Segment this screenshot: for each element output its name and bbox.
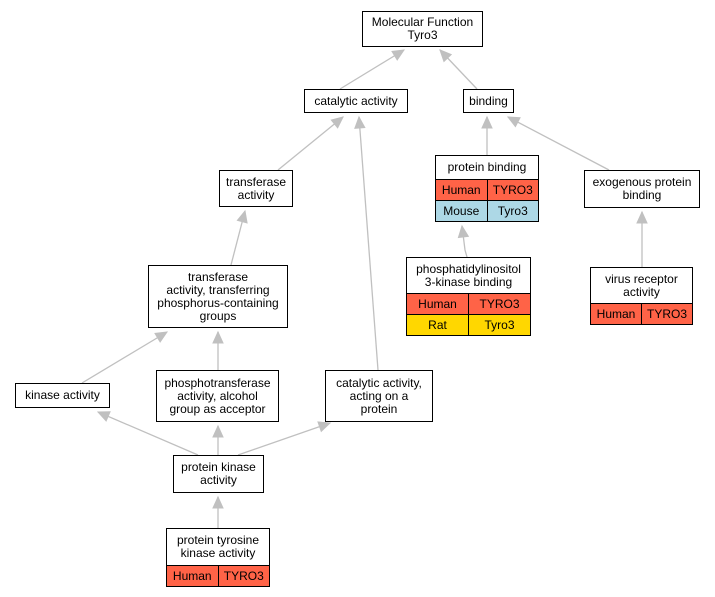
gene-cell: Tyro3 bbox=[468, 315, 530, 335]
node-label: protein binding bbox=[447, 160, 527, 174]
node-label: transferase activity bbox=[225, 174, 287, 202]
node-phosphotransferase-alcohol-acceptor[interactable]: phosphotransferase activity, alcohol gro… bbox=[156, 370, 279, 422]
node-label: catalytic activity, acting on a protein bbox=[336, 375, 422, 416]
node-transferase-phosphorus-groups[interactable]: transferase activity, transferring phosp… bbox=[148, 265, 288, 328]
annotation-row: Human TYRO3 bbox=[167, 565, 269, 586]
annotation-row: Human TYRO3 bbox=[591, 303, 692, 324]
node-label: Molecular Function Tyro3 bbox=[371, 15, 474, 42]
node-catalytic-activity[interactable]: catalytic activity bbox=[304, 89, 408, 113]
arrowhead bbox=[636, 210, 648, 224]
edge-ptk-to-proteinkinase bbox=[212, 495, 224, 528]
arrowhead bbox=[506, 116, 521, 128]
edge-exogenous-to-binding bbox=[506, 116, 610, 171]
node-transferase-activity[interactable]: transferase activity bbox=[219, 170, 293, 207]
arrowhead bbox=[154, 331, 169, 343]
species-cell: Mouse bbox=[436, 201, 487, 221]
gene-cell: TYRO3 bbox=[641, 304, 692, 324]
edge-binding-to-mf bbox=[439, 49, 478, 90]
edge-proteinkinase-to-phosphotransferase bbox=[212, 424, 224, 455]
edge-kinase-to-phosphorus bbox=[81, 331, 169, 384]
node-label: protein kinase activity bbox=[181, 460, 256, 487]
edge-phosphotransferase-to-phosphorus bbox=[212, 330, 224, 370]
node-kinase-activity[interactable]: kinase activity bbox=[15, 383, 110, 408]
gene-cell: TYRO3 bbox=[217, 566, 269, 586]
annotation-row: Rat Tyro3 bbox=[407, 314, 530, 335]
node-binding[interactable]: binding bbox=[463, 89, 514, 113]
node-label: protein tyrosine kinase activity bbox=[176, 533, 260, 560]
edge-virus-to-exogenous bbox=[636, 210, 648, 267]
edge-proteinkinase-to-catprotein bbox=[237, 421, 332, 456]
edge-catalytic-to-mf bbox=[339, 49, 406, 90]
arrowhead bbox=[212, 495, 224, 509]
node-label: kinase activity bbox=[25, 388, 100, 402]
node-catalytic-activity-on-protein[interactable]: catalytic activity, acting on a protein bbox=[325, 370, 433, 422]
arrowhead bbox=[481, 115, 493, 129]
node-protein-binding[interactable]: protein binding Human TYRO3 Mouse Tyro3 bbox=[435, 155, 539, 222]
edge-catprotein-to-catalytic bbox=[354, 115, 379, 371]
species-cell: Human bbox=[167, 566, 218, 586]
species-cell: Human bbox=[407, 294, 468, 314]
arrowhead bbox=[317, 421, 332, 433]
node-label: phosphatidylinositol 3-kinase binding bbox=[416, 261, 521, 289]
node-protein-tyrosine-kinase-activity[interactable]: protein tyrosine kinase activity Human T… bbox=[166, 528, 270, 587]
arrowhead bbox=[457, 224, 470, 239]
node-molecular-function-tyro3[interactable]: Molecular Function Tyro3 bbox=[362, 11, 483, 47]
node-protein-kinase-activity[interactable]: protein kinase activity bbox=[173, 455, 264, 493]
node-label: catalytic activity bbox=[314, 93, 398, 108]
edge-proteinbinding-to-binding bbox=[481, 115, 493, 155]
gene-cell: TYRO3 bbox=[468, 294, 530, 314]
edge-proteinkinase-to-kinase bbox=[96, 411, 199, 456]
species-cell: Rat bbox=[407, 315, 468, 335]
arrowhead bbox=[236, 209, 248, 224]
node-virus-receptor-activity[interactable]: virus receptor activity Human TYRO3 bbox=[590, 267, 693, 325]
node-label: transferase activity, transferring phosp… bbox=[157, 269, 279, 323]
arrowhead bbox=[354, 115, 366, 129]
edge-pi3k-to-proteinbinding bbox=[457, 224, 470, 258]
annotation-row: Mouse Tyro3 bbox=[436, 200, 538, 221]
edge-phosphorus-to-transferase bbox=[230, 209, 248, 266]
species-cell: Human bbox=[591, 304, 641, 324]
arrowhead bbox=[212, 424, 224, 438]
node-label: phosphotransferase activity, alcohol gro… bbox=[164, 375, 271, 416]
node-label: virus receptor activity bbox=[605, 271, 678, 299]
node-label: exogenous protein binding bbox=[592, 175, 692, 202]
gene-cell: TYRO3 bbox=[486, 180, 538, 200]
edge-transferase-to-catalytic bbox=[277, 116, 344, 171]
arrowhead bbox=[96, 411, 111, 422]
species-cell: Human bbox=[436, 180, 487, 200]
node-pi3k-binding[interactable]: phosphatidylinositol 3-kinase binding Hu… bbox=[406, 257, 531, 336]
arrowhead bbox=[212, 330, 224, 344]
annotation-row: Human TYRO3 bbox=[407, 293, 530, 314]
gene-cell: Tyro3 bbox=[486, 201, 538, 221]
annotation-row: Human TYRO3 bbox=[436, 179, 538, 200]
node-exogenous-protein-binding[interactable]: exogenous protein binding bbox=[584, 170, 700, 208]
node-label: binding bbox=[469, 93, 508, 108]
arrowhead bbox=[439, 49, 453, 63]
arrowhead bbox=[391, 49, 406, 61]
arrowhead bbox=[330, 116, 344, 129]
